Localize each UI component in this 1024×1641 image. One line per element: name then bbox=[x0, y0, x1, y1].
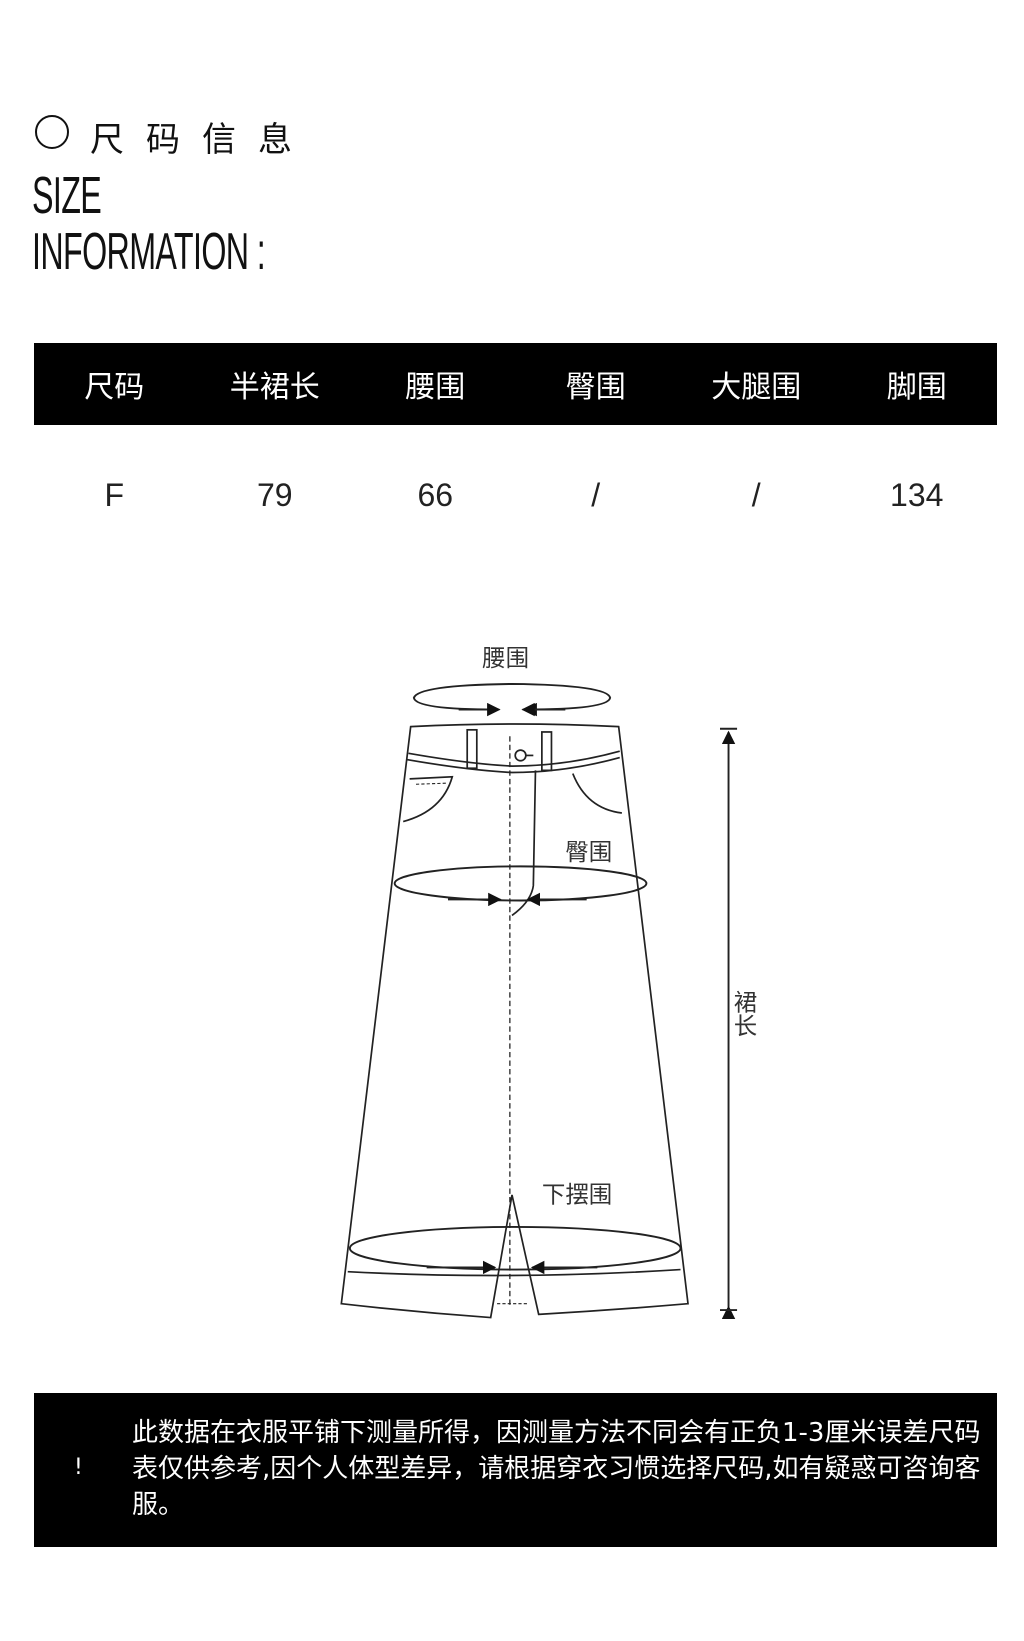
section-title-cn: 尺码信息 bbox=[90, 120, 314, 160]
exclamation-icon: ! bbox=[74, 1455, 83, 1480]
measurement-arrows bbox=[348, 683, 738, 1319]
waist-label: 腰围 bbox=[482, 644, 529, 672]
cell-hip: / bbox=[591, 476, 601, 513]
skirt-outline bbox=[340, 723, 689, 1319]
section-title-en-line2: INFORMATION : bbox=[32, 223, 266, 281]
column-header-hem: 脚围 bbox=[886, 370, 947, 405]
cell-waist: 66 bbox=[417, 476, 454, 513]
circle-bullet-icon bbox=[35, 115, 69, 149]
column-header-hip: 臀围 bbox=[565, 370, 626, 405]
table-row: F 79 66 / / 134 bbox=[34, 470, 997, 520]
cell-hem: 134 bbox=[890, 476, 944, 513]
hem-label: 下摆围 bbox=[542, 1180, 612, 1208]
column-header-skirt-length: 半裙长 bbox=[229, 370, 320, 405]
section-title-en-line1: SIZE bbox=[32, 167, 102, 225]
notice-text: 此数据在衣服平铺下测量所得，因测量方法不同会有正负1-3厘米误差尺码表仅供参考,… bbox=[132, 1418, 981, 1520]
hem-ellipse bbox=[348, 1225, 682, 1271]
hip-label: 臀围 bbox=[565, 838, 612, 866]
cell-skirt-length: 79 bbox=[256, 476, 293, 513]
notice-banner: ! 此数据在衣服平铺下测量所得，因测量方法不同会有正负1-3厘米误差尺码表仅供参… bbox=[34, 1393, 997, 1547]
waist-arrow bbox=[412, 683, 612, 717]
hip-ellipse bbox=[393, 865, 648, 902]
cell-thigh: / bbox=[751, 476, 761, 513]
column-header-waist: 腰围 bbox=[405, 370, 466, 405]
column-header-thigh: 大腿围 bbox=[711, 370, 802, 405]
column-header-size: 尺码 bbox=[84, 370, 145, 405]
cell-size: F bbox=[104, 476, 125, 513]
size-table-header: 尺码 半裙长 腰围 臀围 大腿围 脚围 bbox=[34, 343, 997, 425]
length-label: 裙长 bbox=[729, 990, 757, 1037]
